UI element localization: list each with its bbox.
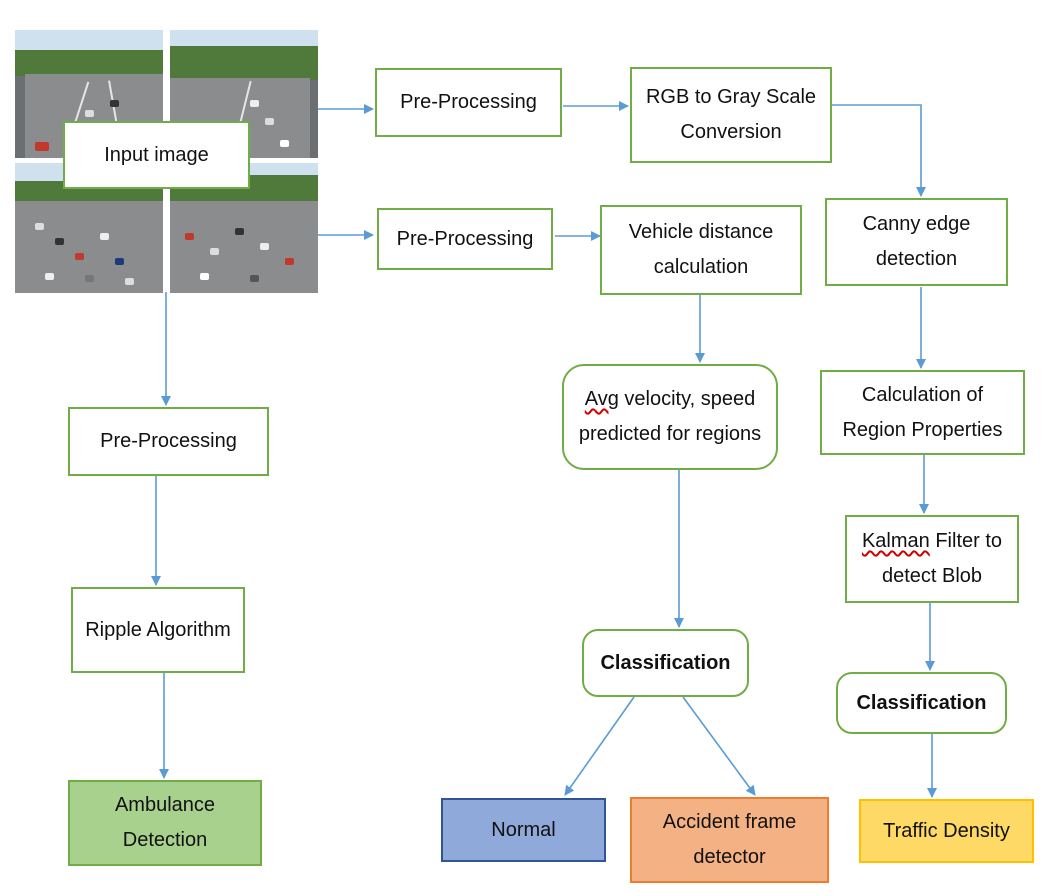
input-image-box: Input image bbox=[63, 121, 250, 189]
arrow-rgb-to-canny bbox=[831, 104, 926, 197]
kalman-filter-box: Kalman Filter to detect Blob bbox=[845, 515, 1019, 603]
arrow-classification-to-normal bbox=[564, 696, 635, 796]
avg-velocity-box: Avg velocity, speed predicted for region… bbox=[562, 364, 778, 470]
traffic-density-box: Traffic Density bbox=[859, 799, 1034, 863]
normal-box: Normal bbox=[441, 798, 606, 862]
arrow-classification-to-accident bbox=[682, 696, 756, 796]
vehicle-distance-box: Vehicle distance calculation bbox=[600, 205, 802, 295]
preprocessing-top-box: Pre-Processing bbox=[375, 68, 562, 137]
rgb-to-gray-box: RGB to Gray Scale Conversion bbox=[630, 67, 832, 163]
input-image-label: Input image bbox=[104, 143, 209, 166]
classification-middle-box: Classification bbox=[582, 629, 749, 697]
preprocessing-left-box: Pre-Processing bbox=[68, 407, 269, 476]
canny-edge-box: Canny edge detection bbox=[825, 198, 1008, 286]
classification-right-box: Classification bbox=[836, 672, 1007, 734]
preprocessing-middle-box: Pre-Processing bbox=[377, 208, 553, 270]
ripple-algorithm-box: Ripple Algorithm bbox=[71, 587, 245, 673]
accident-frame-box: Accident frame detector bbox=[630, 797, 829, 883]
ambulance-detection-box: Ambulance Detection bbox=[68, 780, 262, 866]
region-properties-box: Calculation of Region Properties bbox=[820, 370, 1025, 455]
